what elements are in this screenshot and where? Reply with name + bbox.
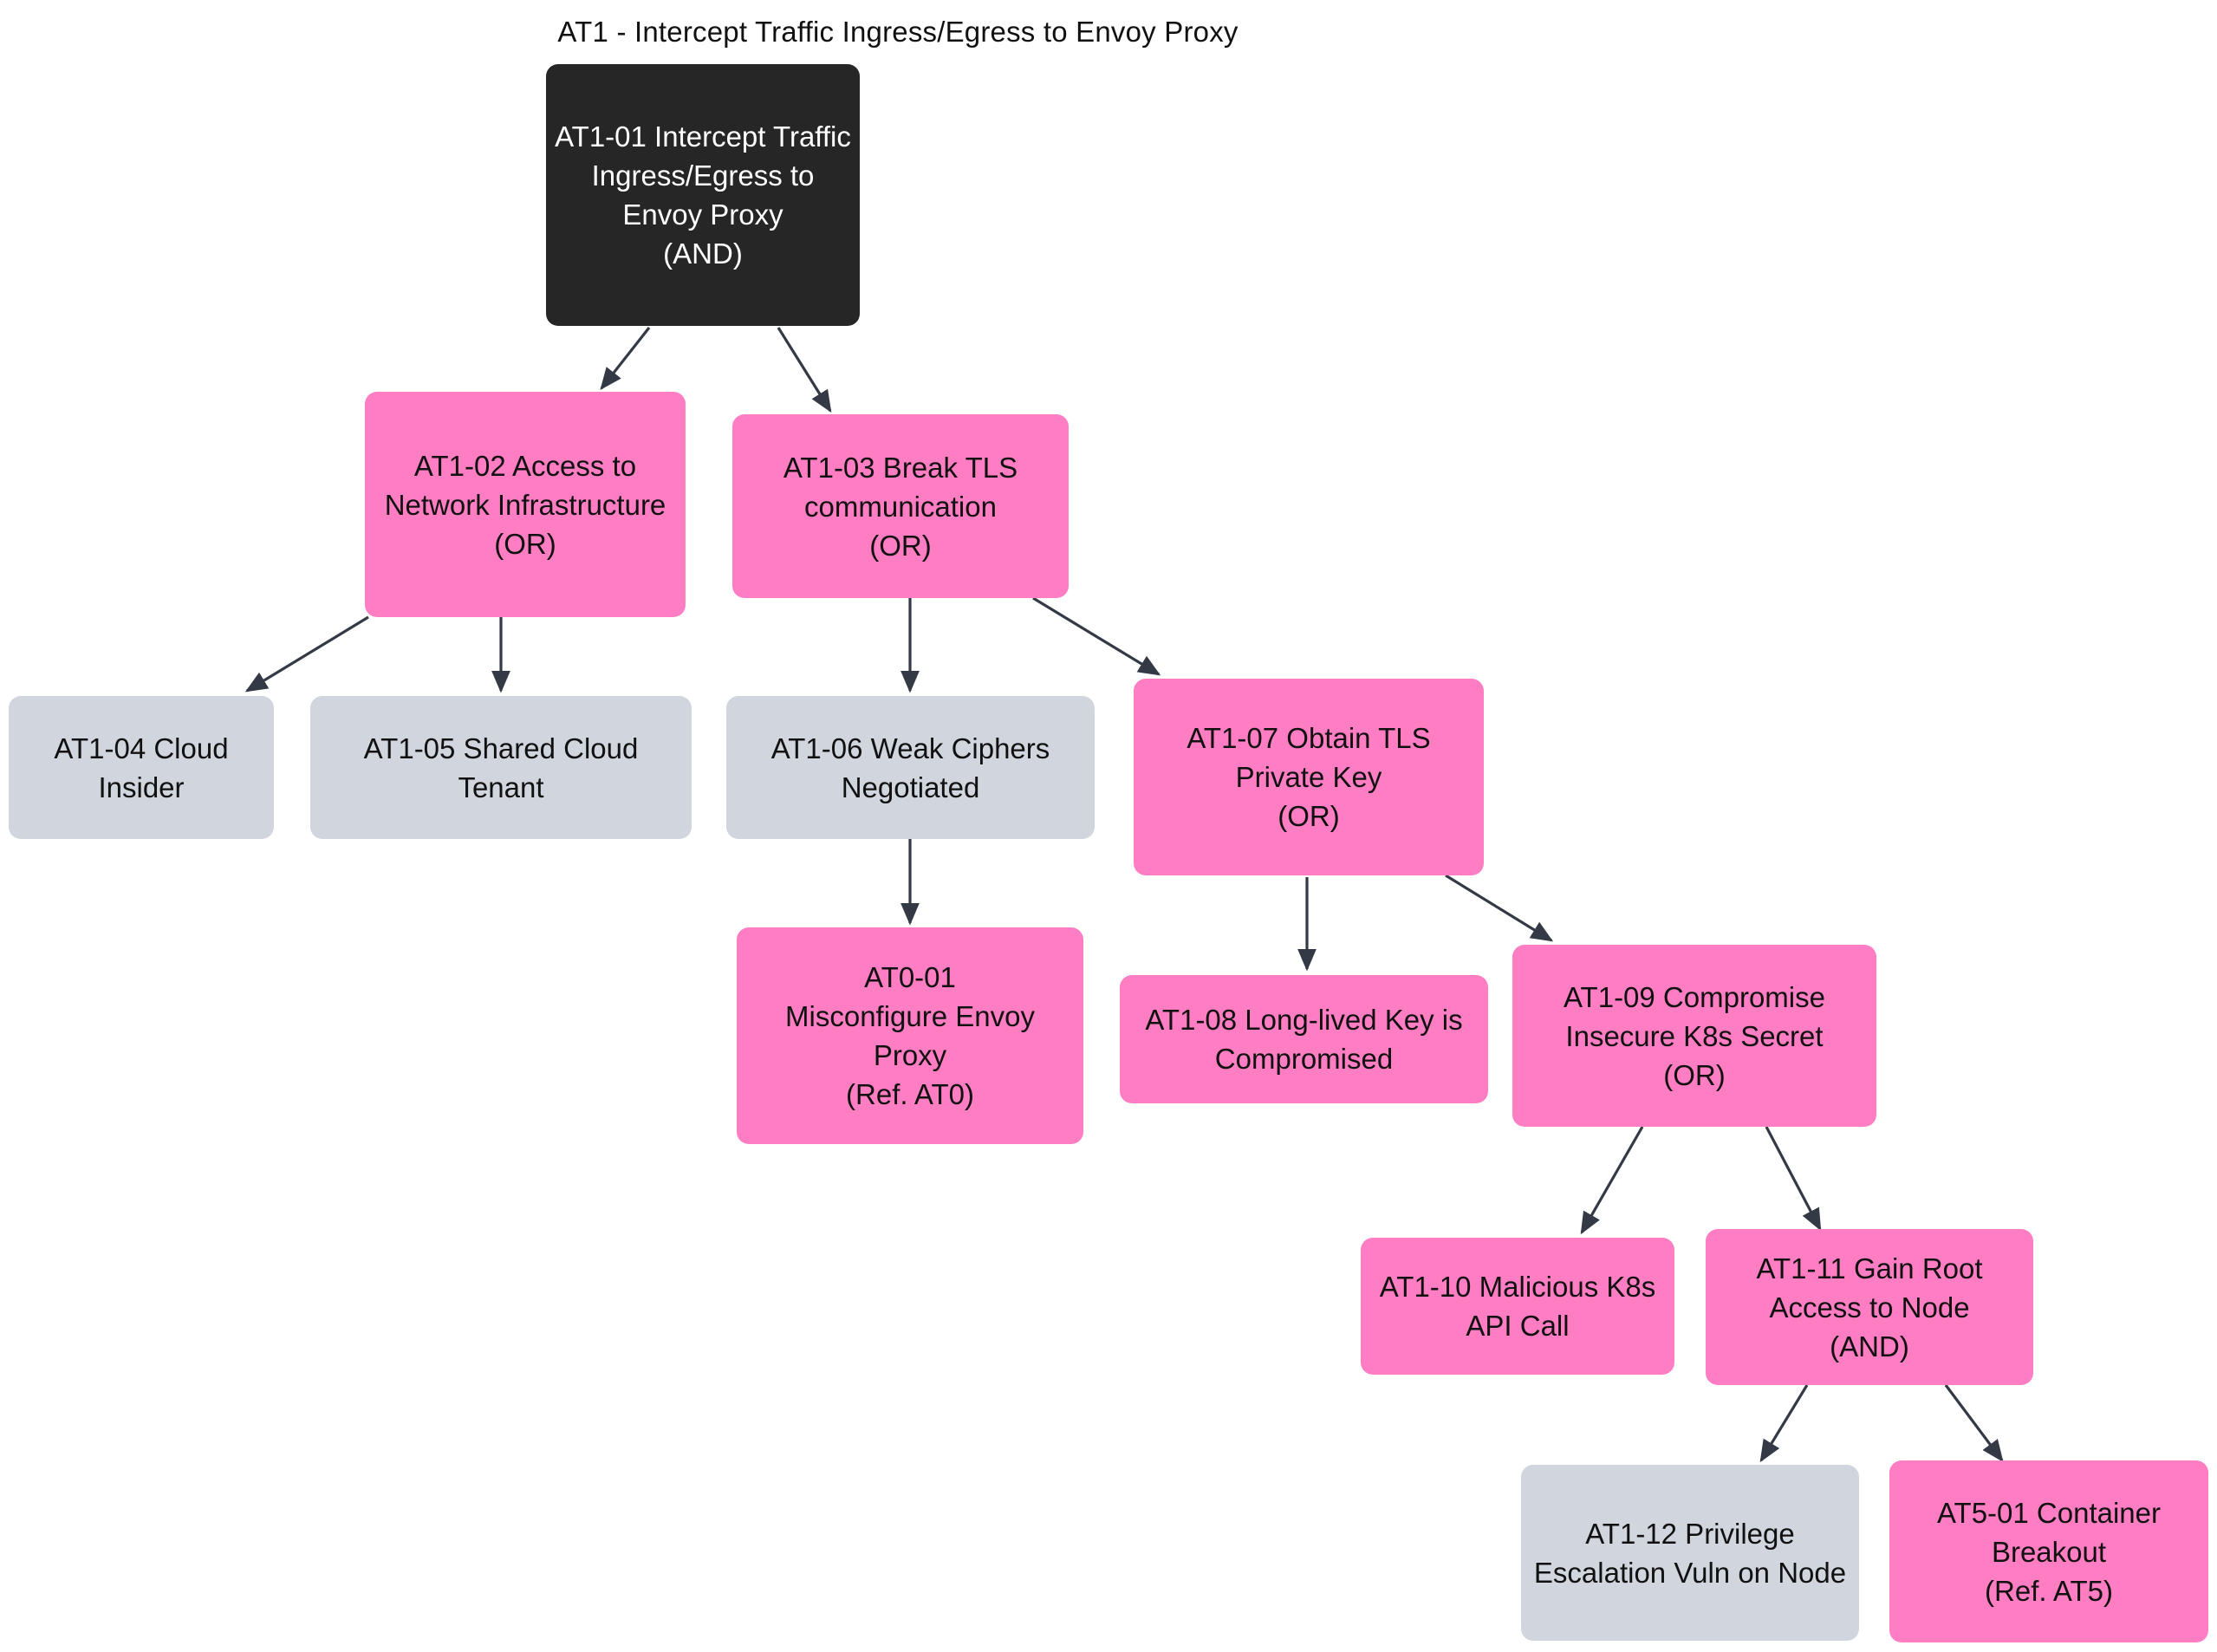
edge-at1-02-to-at1-04 [244,615,369,693]
edge-at1-01-to-at1-03 [777,327,832,413]
edge-at1-09-to-at1-11 [1765,1126,1822,1232]
node-at1-08[interactable]: AT1-08 Long-lived Key is Compromised [1120,975,1488,1103]
node-at1-09[interactable]: AT1-09 Compromise Insecure K8s Secret (O… [1512,945,1876,1127]
node-at1-06[interactable]: AT1-06 Weak Ciphers Negotiated [726,696,1095,839]
node-at1-07[interactable]: AT1-07 Obtain TLS Private Key (OR) [1134,679,1484,875]
node-at1-05[interactable]: AT1-05 Shared Cloud Tenant [310,696,692,839]
node-at0-01[interactable]: AT0-01 Misconfigure Envoy Proxy (Ref. AT… [737,927,1083,1144]
edge-at1-11-to-at1-12 [1759,1384,1809,1463]
node-at1-03[interactable]: AT1-03 Break TLS communication (OR) [732,414,1069,598]
page-title: AT1 - Intercept Traffic Ingress/Egress t… [0,16,2217,49]
node-at1-02[interactable]: AT1-02 Access to Network Infrastructure … [365,392,686,617]
edge-at1-03-to-at1-07 [1032,596,1161,676]
node-at1-12[interactable]: AT1-12 Privilege Escalation Vuln on Node [1521,1465,1859,1641]
edge-at1-07-to-at1-09 [1445,874,1554,942]
node-at5-01[interactable]: AT5-01 Container Breakout (Ref. AT5) [1889,1460,2208,1642]
node-at1-01[interactable]: AT1-01 Intercept Traffic Ingress/Egress … [546,64,860,326]
node-at1-04[interactable]: AT1-04 Cloud Insider [9,696,274,839]
node-at1-11[interactable]: AT1-11 Gain Root Access to Node (AND) [1706,1229,2033,1385]
edge-at1-09-to-at1-10 [1580,1126,1644,1235]
node-at1-10[interactable]: AT1-10 Malicious K8s API Call [1361,1238,1674,1375]
edge-at1-11-to-at5-01 [1944,1384,2004,1463]
page-title-text: AT1 - Intercept Traffic Ingress/Egress t… [557,16,1239,48]
edge-at1-01-to-at1-02 [600,327,651,391]
